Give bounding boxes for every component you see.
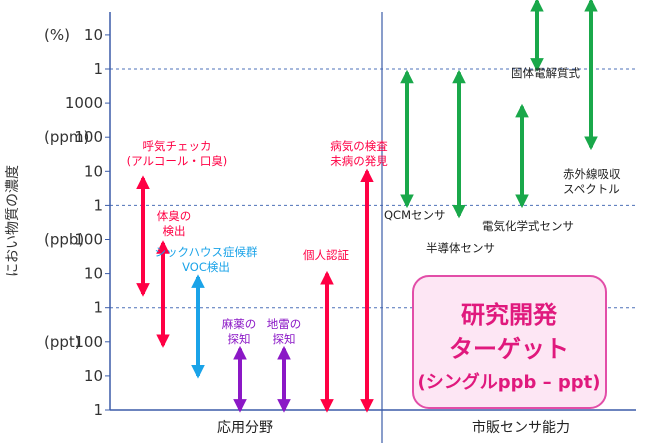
x-category-applications: 応用分野 [217,420,273,436]
y-tick-label: 100 [74,333,103,351]
y-tick-label: 1 [93,196,103,214]
y-unit-labels: (ppt) (ppb) (ppm) (%) [44,26,89,351]
x-categories: 応用分野 市販センサ能力 [217,419,570,436]
y-tick-label: 10 [84,26,103,44]
y-axis-title: におい物質の濃度 [5,165,21,277]
y-tick-label: 10 [84,162,103,180]
sensor-range-label: 電気化学式センサ [482,219,574,233]
application-range-label: 体臭の検出 [157,209,192,238]
y-unit-label: (ppb) [44,231,84,249]
sensor-range-label: 半導体センサ [426,241,495,255]
y-tick-label: 1 [93,401,103,419]
y-unit-label: (%) [44,26,70,44]
y-unit-label: (ppt) [44,333,81,351]
research-target-line3: (シングルppb – ppt) [417,371,600,393]
y-tick-labels: 1 10 100 1 10 100 1 10 100 1000 1 10 [65,26,103,419]
y-tick-label: 1 [93,60,103,78]
y-tick-label: 100 [74,128,103,146]
y-unit-label: (ppm) [44,128,89,146]
sensor-range-label: QCMセンサ [384,208,446,222]
research-target-line2: ターゲット [449,335,569,363]
application-range-label: 個人認証 [303,248,349,262]
sensor-range-label: 固体電解質式 [511,66,580,80]
y-tick-label: 1 [93,299,103,317]
research-target-box: 研究開発 ターゲット (シングルppb – ppt) [412,275,607,409]
application-range-label: 麻薬の探知 [222,317,257,346]
y-tick-label: 10 [84,367,103,385]
application-range-label: 地雷の探知 [267,317,302,346]
application-range-label: 病気の検査未病の発見 [330,139,388,168]
application-range-label: 呼気チェッカ(アルコール・口臭) [127,139,228,168]
y-tick-label: 10 [84,265,103,283]
research-target-frame [412,275,607,409]
research-target-line1: 研究開発 [461,301,558,329]
y-tick-label: 1000 [65,94,103,112]
y-tick-label: 100 [74,231,103,249]
sensor-range-label: 赤外線吸収スペクトル [563,167,621,196]
x-category-market-sensors: 市販センサ能力 [472,419,570,436]
